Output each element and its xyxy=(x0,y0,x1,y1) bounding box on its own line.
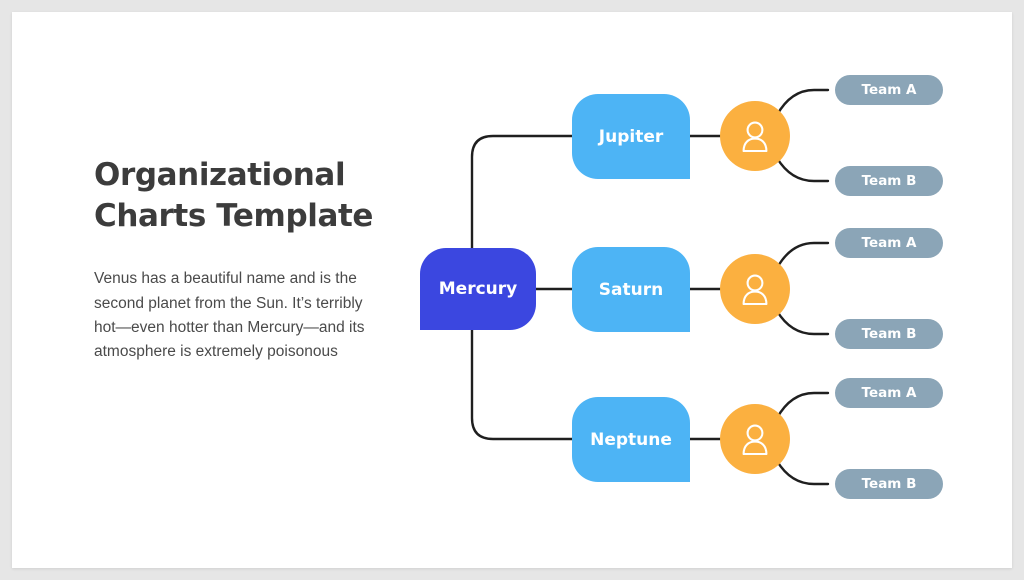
connector-root-to-neptune xyxy=(470,328,574,441)
team-pill-jupiter-b[interactable]: Team B xyxy=(835,166,943,196)
team-pill-label: Team A xyxy=(861,235,917,251)
node-mercury-label: Mercury xyxy=(438,279,518,299)
page-title: Organizational Charts Template xyxy=(94,157,374,235)
connector-jupiter-person-to-team-b xyxy=(775,156,830,183)
connector-neptune-person-to-team-b xyxy=(775,459,830,486)
node-saturn[interactable]: Saturn xyxy=(572,247,690,332)
user-icon xyxy=(742,424,768,455)
team-pill-label: Team B xyxy=(861,476,917,492)
connector-root-to-jupiter xyxy=(470,134,574,280)
node-mercury[interactable]: Mercury xyxy=(420,248,536,330)
person-circle-saturn[interactable] xyxy=(720,254,790,324)
node-neptune-label: Neptune xyxy=(590,429,672,450)
team-pill-saturn-b[interactable]: Team B xyxy=(835,319,943,349)
team-pill-saturn-a[interactable]: Team A xyxy=(835,228,943,258)
body-paragraph: Venus has a beautiful name and is the se… xyxy=(94,270,365,360)
connector-saturn-person-to-team-b xyxy=(775,309,830,336)
text-column: Organizational Charts Template Venus has… xyxy=(94,155,384,364)
user-icon xyxy=(742,274,768,305)
connector-saturn-person-to-team-a xyxy=(775,241,830,270)
team-pill-label: Team A xyxy=(861,82,917,98)
node-saturn-label: Saturn xyxy=(598,279,664,300)
person-circle-neptune[interactable] xyxy=(720,404,790,474)
person-circle-jupiter[interactable] xyxy=(720,101,790,171)
node-jupiter-label: Jupiter xyxy=(598,126,664,147)
node-jupiter[interactable]: Jupiter xyxy=(572,94,690,179)
org-chart: Mercury Jupiter Team A Team B Saturn xyxy=(12,12,1012,568)
connector-neptune-person-to-team-a xyxy=(775,391,830,420)
connector-lines xyxy=(470,88,830,486)
slide-canvas: Organizational Charts Template Venus has… xyxy=(12,12,1012,568)
team-pill-label: Team A xyxy=(861,385,917,401)
user-icon xyxy=(742,121,768,152)
connector-jupiter-person-to-team-a xyxy=(775,88,830,117)
team-pill-jupiter-a[interactable]: Team A xyxy=(835,75,943,105)
team-pill-label: Team B xyxy=(861,173,917,189)
team-pill-label: Team B xyxy=(861,326,917,342)
team-pill-neptune-a[interactable]: Team A xyxy=(835,378,943,408)
node-neptune[interactable]: Neptune xyxy=(572,397,690,482)
team-pill-neptune-b[interactable]: Team B xyxy=(835,469,943,499)
